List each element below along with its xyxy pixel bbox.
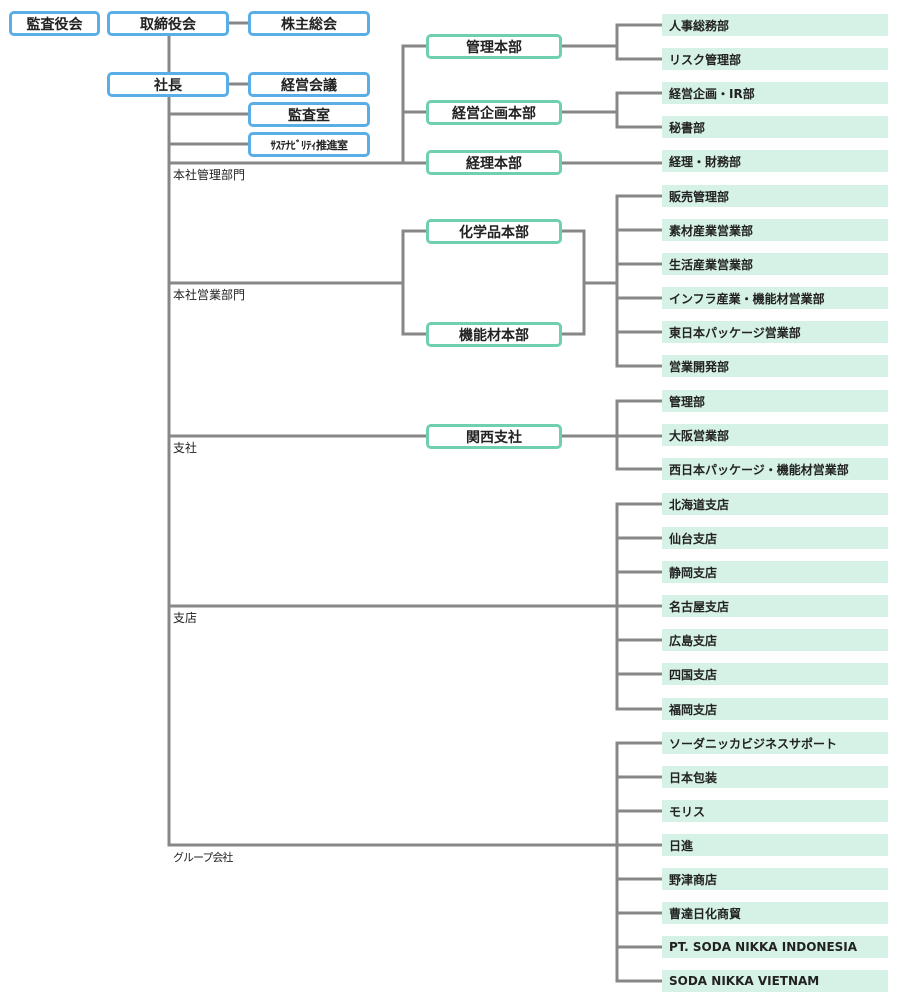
branch-label: 四国支店 — [669, 667, 718, 682]
shareholders-meeting-box: 株主総会 — [248, 11, 370, 36]
group-company-label: 日進 — [669, 838, 694, 853]
branch-label: 静岡支店 — [669, 565, 718, 580]
admin-hq-box: 管理本部 — [426, 34, 562, 59]
dept-label: 秘書部 — [669, 120, 706, 135]
dept-label: 東日本パッケージ営業部 — [669, 325, 801, 340]
group-company-label: モリス — [669, 804, 706, 819]
dept-label: 素材産業営業部 — [669, 223, 754, 238]
dept-label: 大阪営業部 — [669, 428, 730, 443]
group-company-leaf: 日本包装 — [662, 766, 888, 788]
chemicals-hq-box: 化学品本部 — [426, 219, 562, 244]
kansai-branch-office-box: 関西支社 — [426, 424, 562, 449]
dept-leaf: 秘書部 — [662, 116, 888, 138]
functional-materials-hq-box: 機能材本部 — [426, 322, 562, 347]
branch-label: 北海道支店 — [669, 497, 730, 512]
group-company-label: ソーダニッカビジネスサポート — [669, 736, 838, 751]
dept-leaf: 大阪営業部 — [662, 424, 888, 446]
segment-label: グループ会社 — [173, 851, 233, 864]
segment-label: 本社営業部門 — [173, 288, 246, 302]
dept-label: 経理・財務部 — [669, 154, 742, 169]
group-company-leaf: 野津商店 — [662, 868, 888, 890]
dept-leaf: 素材産業営業部 — [662, 219, 888, 241]
group-company-label: 曹達日化商貿 — [669, 906, 742, 921]
group-company-leaf: モリス — [662, 800, 888, 822]
branch-leaf: 北海道支店 — [662, 493, 888, 515]
sustainability-office-box: ｻｽﾃﾅﾋﾞﾘﾃｨ推進室 — [248, 132, 370, 157]
shareholders-meeting-label: 株主総会 — [281, 16, 337, 33]
president-box: 社長 — [107, 72, 229, 97]
dept-label: 西日本パッケージ・機能材営業部 — [669, 462, 849, 477]
dept-leaf: リスク管理部 — [662, 48, 888, 70]
dept-label: リスク管理部 — [669, 52, 742, 67]
group-company-leaf: ソーダニッカビジネスサポート — [662, 732, 888, 754]
dept-label: 人事総務部 — [669, 18, 730, 33]
branch-leaf: 静岡支店 — [662, 561, 888, 583]
dept-label: 管理部 — [669, 394, 706, 409]
audit-office-box: 監査室 — [248, 102, 370, 127]
audit-office-label: 監査室 — [288, 107, 330, 124]
accounting-hq-box: 経理本部 — [426, 150, 562, 175]
segment-label: 支店 — [173, 611, 198, 625]
dept-leaf: 人事総務部 — [662, 14, 888, 36]
board-of-directors-box: 取締役会 — [107, 11, 229, 36]
group-company-leaf: PT. SODA NIKKA INDONESIA — [662, 936, 888, 958]
dept-leaf: 西日本パッケージ・機能材営業部 — [662, 458, 888, 480]
dept-label: 販売管理部 — [669, 189, 730, 204]
unit-label: 関西支社 — [466, 429, 522, 446]
dept-leaf: インフラ産業・機能材営業部 — [662, 287, 888, 309]
branch-leaf: 名古屋支店 — [662, 595, 888, 617]
planning-hq-box: 経営企画本部 — [426, 100, 562, 125]
segment-label: 支社 — [173, 441, 198, 455]
board-of-auditors-label: 監査役会 — [26, 16, 83, 33]
group-company-label: SODA NIKKA VIETNAM — [669, 974, 820, 988]
branch-leaf: 四国支店 — [662, 663, 888, 685]
branch-leaf: 仙台支店 — [662, 527, 888, 549]
branch-label: 仙台支店 — [669, 531, 718, 546]
group-company-leaf: 曹達日化商貿 — [662, 902, 888, 924]
board-of-directors-label: 取締役会 — [140, 16, 196, 33]
dept-label: 経営企画・IR部 — [669, 86, 755, 101]
dept-label: 生活産業営業部 — [669, 257, 754, 272]
branch-leaf: 広島支店 — [662, 629, 888, 651]
dept-label: インフラ産業・機能材営業部 — [669, 291, 825, 306]
group-company-label: 日本包装 — [669, 770, 718, 785]
management-meeting-box: 経営会議 — [248, 72, 370, 97]
sustainability-office-label: ｻｽﾃﾅﾋﾞﾘﾃｨ推進室 — [270, 138, 349, 152]
dept-leaf: 生活産業営業部 — [662, 253, 888, 275]
branch-leaf: 福岡支店 — [662, 698, 888, 720]
dept-leaf: 管理部 — [662, 390, 888, 412]
branch-label: 名古屋支店 — [669, 599, 730, 614]
dept-leaf: 経営企画・IR部 — [662, 82, 888, 104]
dept-leaf: 営業開発部 — [662, 355, 888, 377]
segment-label: 本社管理部門 — [173, 168, 246, 182]
group-company-leaf: 日進 — [662, 834, 888, 856]
group-company-leaf: SODA NIKKA VIETNAM — [662, 970, 888, 992]
group-company-label: 野津商店 — [669, 872, 718, 887]
dept-leaf: 経理・財務部 — [662, 150, 888, 172]
board-of-auditors-box: 監査役会 — [9, 11, 100, 36]
unit-label: 管理本部 — [466, 39, 522, 56]
group-company-label: PT. SODA NIKKA INDONESIA — [669, 940, 858, 954]
president-label: 社長 — [154, 77, 182, 94]
unit-label: 経理本部 — [466, 155, 522, 172]
unit-label: 経営企画本部 — [452, 105, 536, 122]
branch-label: 福岡支店 — [669, 702, 718, 717]
dept-leaf: 販売管理部 — [662, 185, 888, 207]
dept-leaf: 東日本パッケージ営業部 — [662, 321, 888, 343]
unit-label: 機能材本部 — [459, 327, 529, 344]
dept-label: 営業開発部 — [669, 359, 730, 374]
management-meeting-label: 経営会議 — [281, 77, 337, 94]
branch-label: 広島支店 — [669, 633, 718, 648]
unit-label: 化学品本部 — [459, 224, 529, 241]
